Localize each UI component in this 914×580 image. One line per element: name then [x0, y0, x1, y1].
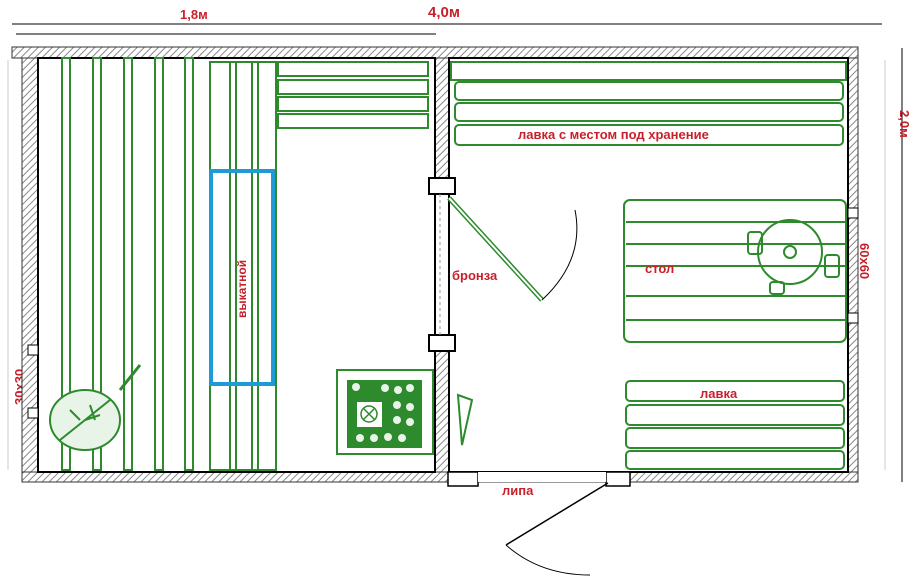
steam-room-shelves — [61, 57, 429, 471]
rollout-shelf-label: выкатной — [235, 260, 249, 318]
door-leaf-icon — [456, 393, 474, 446]
birch-broom-icon — [49, 364, 142, 451]
dim-width-total: 4,0м — [428, 4, 460, 21]
entrance-door — [505, 482, 609, 576]
entrance-door-label: липа — [502, 483, 534, 498]
bench-label: лавка — [700, 386, 738, 401]
dim-depth: 2,0м — [897, 110, 912, 138]
bench — [625, 380, 845, 470]
rollout-shelf-highlight — [209, 169, 275, 386]
glass-door — [439, 194, 578, 335]
window-right-size: 60х60 — [857, 243, 872, 279]
stove-icon — [336, 369, 434, 455]
storage-bench — [450, 61, 847, 146]
dim-width-partial: 1,8м — [180, 7, 208, 22]
storage-bench-label: лавка с местом под хранение — [518, 127, 709, 142]
dimension-lines — [7, 23, 903, 482]
table-label: стол — [645, 261, 674, 276]
glass-door-label: бронза — [452, 268, 498, 283]
table — [623, 199, 847, 343]
